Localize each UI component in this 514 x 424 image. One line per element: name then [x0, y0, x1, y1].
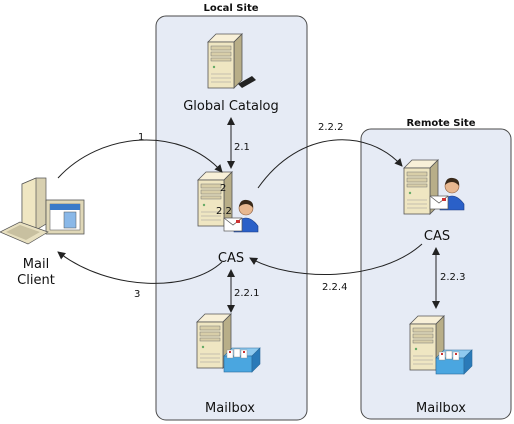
arrow-step-2-2-4 — [249, 243, 423, 276]
step-label-2-2: 2.2 — [216, 206, 232, 217]
arrow-step-1 — [57, 139, 223, 179]
cas-local-label: CAS — [218, 251, 244, 266]
mailbox-local-node: Mailbox — [196, 313, 261, 416]
cas-remote-label: CAS — [424, 229, 450, 244]
computer-icon — [0, 177, 85, 245]
local-site-title: Local Site — [203, 3, 258, 14]
step-label-2-2-2: 2.2.2 — [318, 122, 343, 133]
mailbox-icon — [223, 347, 261, 373]
global-catalog-label: Global Catalog — [183, 99, 279, 114]
mailbox-remote-node: Mailbox — [409, 315, 473, 416]
step-label-2-2-3: 2.2.3 — [440, 272, 465, 283]
step-label-2-1: 2.1 — [234, 142, 250, 153]
mail-client-label-line1: Mail — [23, 257, 49, 272]
step-label-2-2-1: 2.2.1 — [234, 288, 259, 299]
server-icon — [207, 33, 243, 89]
step-label-2: 2 — [220, 183, 226, 194]
remote-site-title: Remote Site — [406, 118, 475, 129]
global-catalog-node: Global Catalog — [183, 33, 279, 114]
step-label-1: 1 — [138, 132, 144, 143]
mailbox-icon — [435, 349, 473, 375]
mailbox-remote-label: Mailbox — [416, 401, 466, 416]
cas-local-node: CAS — [197, 171, 259, 266]
cas-remote-node: CAS — [403, 159, 465, 244]
arrow-step-2-2-2 — [257, 139, 403, 189]
step-label-2-2-4: 2.2.4 — [322, 282, 347, 293]
step-label-3: 3 — [134, 289, 140, 300]
arrow-step-3 — [57, 251, 223, 284]
mailbox-local-label: Mailbox — [205, 401, 255, 416]
mail-client-node: Mail Client — [0, 177, 85, 288]
keyboard-icon — [238, 76, 256, 88]
mail-client-label-line2: Client — [17, 273, 55, 288]
